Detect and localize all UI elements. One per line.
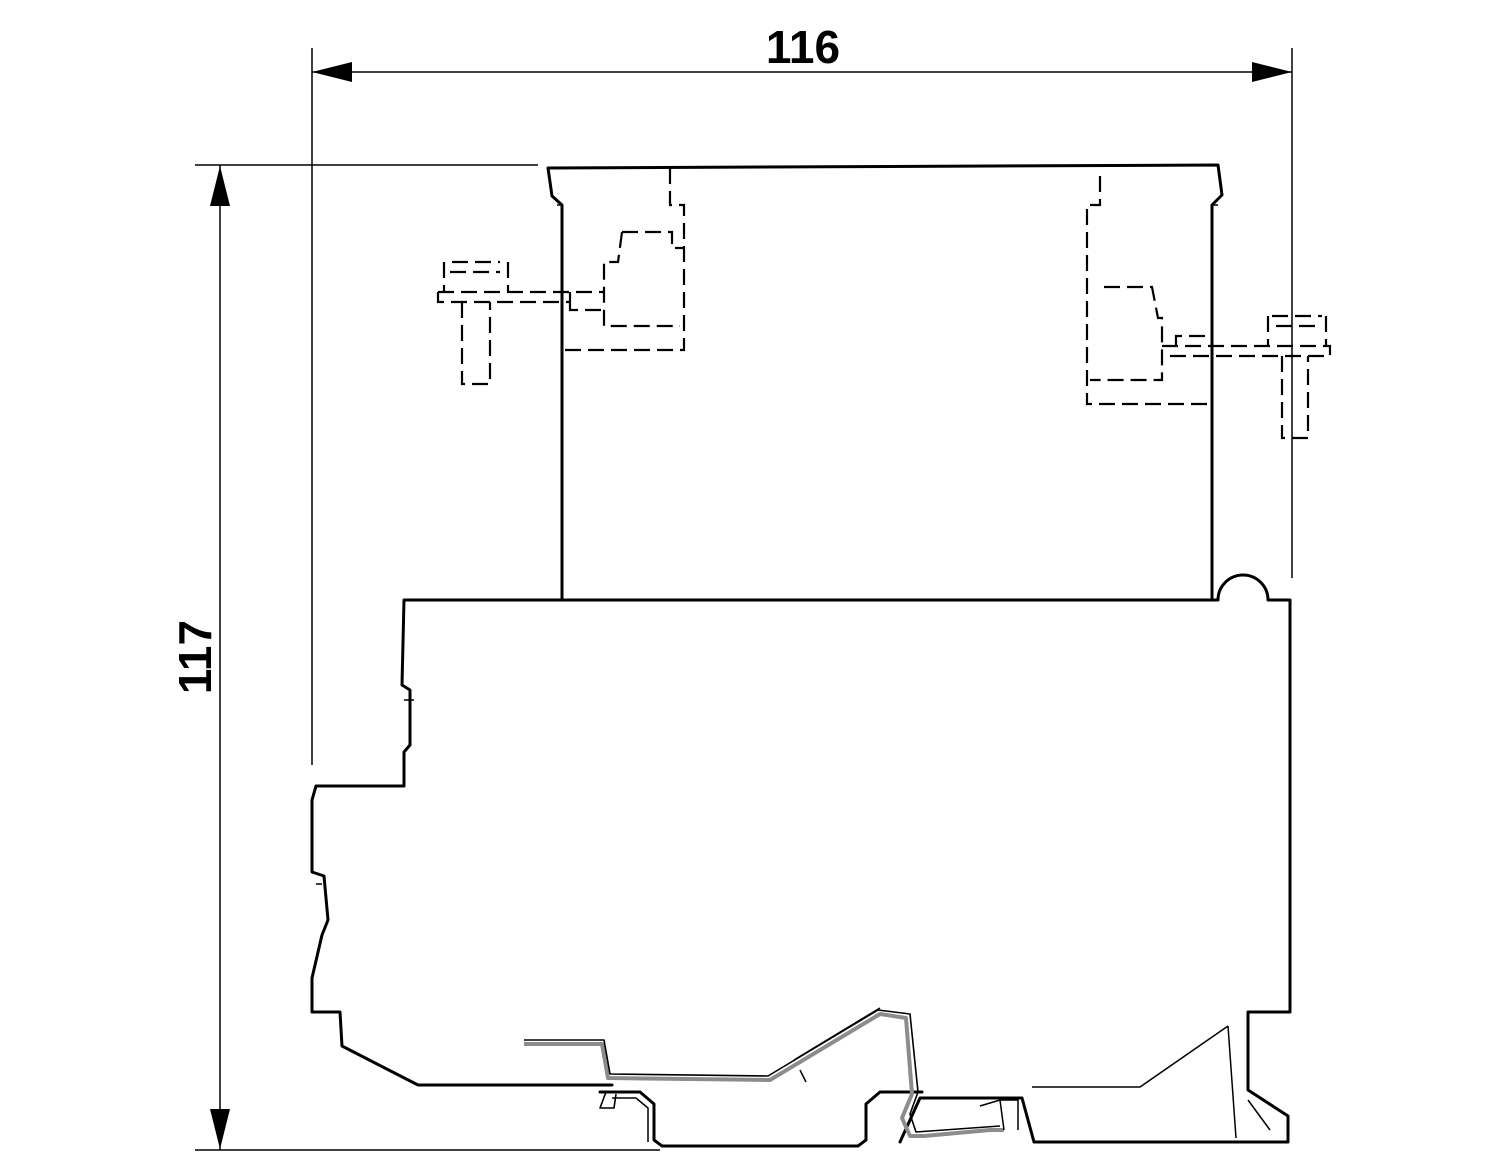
width-arrow-right xyxy=(1252,62,1292,82)
spring-clip xyxy=(524,1007,1019,1138)
width-dimension-label: 116 xyxy=(766,21,840,73)
spring-clip-body xyxy=(524,1012,1004,1138)
width-dimension: 116 xyxy=(311,21,1293,765)
upper-module xyxy=(546,163,1224,601)
height-arrow-top xyxy=(210,166,230,206)
base-housing-outline xyxy=(310,573,1292,1144)
din-rail xyxy=(598,1090,924,1148)
upper-module-outline xyxy=(546,163,1224,601)
width-arrow-left xyxy=(312,62,352,82)
base-housing xyxy=(310,573,1292,1144)
height-dimension: 117 xyxy=(169,164,660,1151)
height-dimension-label: 117 xyxy=(169,620,221,694)
din-rail-profile xyxy=(598,1090,924,1148)
left-terminal-hidden xyxy=(436,168,686,386)
height-arrow-bottom xyxy=(210,1109,230,1149)
right-terminal-hidden xyxy=(1085,176,1332,440)
